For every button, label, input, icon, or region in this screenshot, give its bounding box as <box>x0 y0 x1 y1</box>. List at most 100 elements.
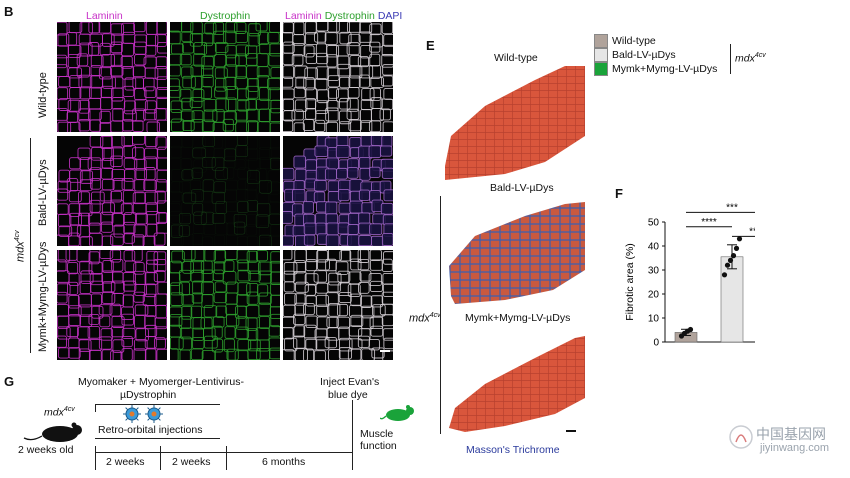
muscle-fiber <box>153 270 166 283</box>
muscle-fiber <box>112 339 125 353</box>
muscle-fiber <box>269 190 280 203</box>
muscle-fiber <box>212 136 223 149</box>
muscle-fiber <box>382 64 393 76</box>
muscle-fiber <box>269 201 280 214</box>
muscle-fiber <box>304 67 318 80</box>
muscle-fiber <box>101 291 116 304</box>
muscle-fiber <box>267 32 280 44</box>
muscle-fiber <box>368 145 382 159</box>
muscle-fiber <box>328 250 342 261</box>
muscle-fiber <box>178 225 190 237</box>
muscle-fiber <box>124 77 137 91</box>
muscle-fiber <box>134 99 148 111</box>
muscle-fiber <box>78 191 90 205</box>
muscle-fiber <box>381 233 393 246</box>
muscle-fiber <box>98 22 112 34</box>
group-label-mdx-e: mdx4cv <box>409 312 441 325</box>
muscle-fiber <box>57 121 72 132</box>
muscle-fiber <box>226 54 240 67</box>
muscle-fiber <box>325 201 338 215</box>
muscle-fiber <box>191 110 204 123</box>
muscle-fiber <box>189 96 203 109</box>
muscle-fiber <box>370 235 384 246</box>
muscle-fiber <box>293 260 306 274</box>
muscle-fiber <box>303 77 315 91</box>
muscle-fiber <box>368 120 382 132</box>
muscle-fiber <box>337 63 352 77</box>
muscle-fiber <box>247 339 261 352</box>
muscle-fiber <box>270 313 280 328</box>
muscle-fiber <box>123 280 137 292</box>
muscle-fiber <box>110 199 124 214</box>
muscle-fiber <box>325 107 339 122</box>
muscle-fiber <box>143 156 158 171</box>
muscle-fiber <box>57 108 68 121</box>
muscle-fiber <box>171 224 183 238</box>
muscle-fiber <box>235 121 249 132</box>
muscle-fiber <box>191 250 205 263</box>
muscle-fiber <box>224 136 238 149</box>
muscle-fiber <box>316 250 329 263</box>
muscle-fiber <box>111 316 125 328</box>
muscle-fiber <box>326 54 338 68</box>
scale-bar-e <box>566 430 576 432</box>
muscle-fiber <box>203 222 216 235</box>
muscle-fiber <box>76 250 91 263</box>
muscle-fiber <box>66 178 79 192</box>
muscle-fiber <box>348 325 363 337</box>
muscle-fiber <box>315 294 330 307</box>
muscle-fiber <box>305 338 318 351</box>
muscle-fiber <box>79 157 92 171</box>
muscle-fiber <box>350 258 362 271</box>
muscle-fiber <box>110 325 125 338</box>
muscle-fiber <box>100 136 113 149</box>
muscle-fiber <box>361 348 376 360</box>
muscle-fiber <box>361 305 375 319</box>
muscle-fiber <box>123 232 135 244</box>
muscle-fiber <box>134 284 147 296</box>
muscle-fiber <box>359 22 373 34</box>
muscle-fiber <box>110 190 122 203</box>
muscle-fiber <box>79 260 93 275</box>
muscle-fiber <box>335 145 350 159</box>
muscle-fiber <box>339 76 351 89</box>
panel-letter-f: F <box>615 186 623 201</box>
muscle-fiber <box>145 44 157 56</box>
muscle-fiber <box>193 211 207 225</box>
muscle-fiber <box>303 348 315 360</box>
muscle-fiber <box>121 42 135 57</box>
muscle-fiber <box>257 192 269 205</box>
muscle-fiber <box>338 347 353 360</box>
injection-label: Retro-orbital injections <box>98 424 203 436</box>
treatment-bracket-line <box>95 404 220 405</box>
muscle-fiber <box>313 350 326 360</box>
muscle-fiber <box>144 348 157 360</box>
muscle-fiber <box>123 100 137 115</box>
muscle-fiber <box>244 188 257 201</box>
data-point <box>721 272 728 278</box>
muscle-fiber <box>315 100 329 114</box>
muscle-fiber <box>120 203 133 216</box>
muscle-fiber <box>337 188 350 202</box>
muscle-fiber <box>214 86 228 99</box>
muscle-fiber <box>233 214 247 228</box>
muscle-fiber <box>89 167 101 181</box>
muscle-fiber <box>316 52 329 65</box>
muscle-fiber <box>313 270 328 283</box>
muscle-fiber <box>246 235 258 246</box>
muscle-fiber <box>349 55 362 68</box>
muscle-fiber <box>258 87 271 101</box>
group-bracket-b <box>30 138 31 353</box>
muscle-fiber <box>212 121 227 132</box>
muscle-fiber <box>269 306 280 319</box>
muscle-fiber <box>190 119 204 132</box>
muscle-fiber <box>211 157 225 171</box>
muscle-fiber <box>180 158 192 170</box>
legend-group-label: mdx4cv <box>735 52 766 65</box>
muscle-fiber <box>283 167 295 181</box>
muscle-fiber <box>327 22 340 33</box>
muscle-fiber <box>57 291 68 304</box>
muscle-fiber <box>90 293 102 306</box>
muscle-fiber <box>57 283 71 296</box>
muscle-fiber <box>225 22 238 34</box>
